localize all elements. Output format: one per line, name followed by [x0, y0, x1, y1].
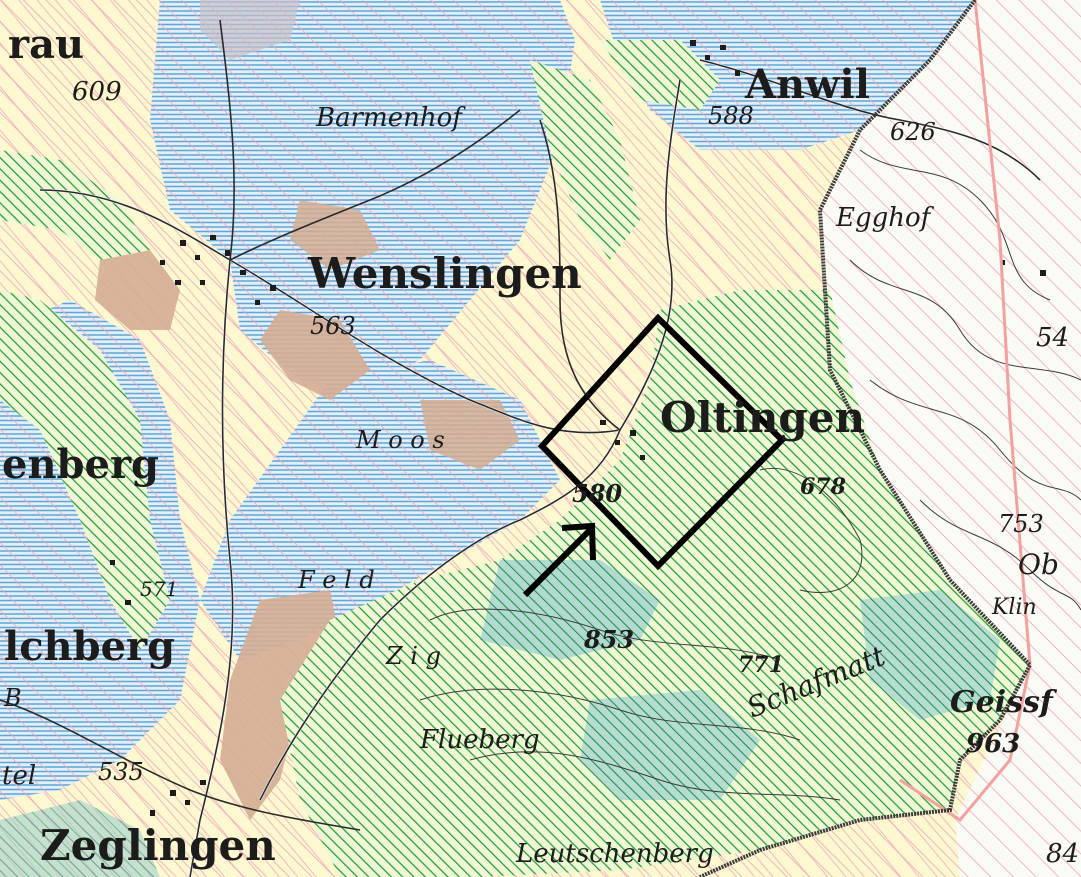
- tan-zone-3: [260, 310, 370, 400]
- spot-height-626: 626: [890, 118, 936, 146]
- label-enberg-partial: enberg: [2, 441, 159, 488]
- tan-zone-5: [220, 590, 340, 820]
- label-barmenhof: Barmenhof: [315, 103, 466, 133]
- spot-height-563: 563: [310, 312, 356, 340]
- spot-height-571: 571: [140, 577, 178, 601]
- tan-zone-2: [290, 200, 380, 270]
- boundary-pink-line: [899, 0, 1032, 822]
- forest-northwest: [0, 150, 150, 260]
- label-egghof: Egghof: [835, 203, 935, 233]
- label-oltingen: Oltingen: [660, 393, 865, 442]
- label-feld: F e l d: [297, 566, 375, 594]
- spot-height-54-partial: 54: [1036, 323, 1069, 353]
- highlight-frame-marker: [537, 313, 787, 571]
- label-moos: M o o s: [355, 426, 445, 454]
- tan-zone-1: [95, 250, 180, 330]
- spot-height-963: 963: [966, 729, 1020, 759]
- road-network: [0, 19, 1041, 877]
- label-anwil: Anwil: [744, 61, 870, 108]
- label-tel-partial: tel: [2, 761, 36, 791]
- spot-height-580: 580: [572, 479, 622, 508]
- spot-height-678: 678: [800, 474, 846, 500]
- label-flueberg: Flueberg: [419, 725, 540, 755]
- spot-height-588: 588: [708, 102, 754, 130]
- label-zeglingen: Zeglingen: [40, 821, 276, 870]
- label-leutschenberg: Leutschenberg: [515, 839, 714, 869]
- label-geissf-partial: Geissf: [950, 685, 1058, 720]
- spot-height-84-partial: 84: [1046, 839, 1079, 869]
- teal-zone-4: [0, 800, 160, 877]
- tan-zone-4: [420, 400, 520, 470]
- forest-anwil: [600, 40, 720, 110]
- spot-height-753: 753: [998, 510, 1044, 538]
- label-lchberg-partial: lchberg: [4, 623, 175, 670]
- label-b-partial: B: [3, 684, 22, 712]
- spot-height-609: 609: [72, 77, 122, 107]
- teal-zone-3: [860, 590, 1000, 720]
- arrow-marker: [522, 522, 596, 598]
- spot-height-535: 535: [98, 758, 144, 786]
- building-markers: [110, 40, 1046, 816]
- label-zig: Z i g: [385, 642, 441, 670]
- spot-height-853: 853: [583, 625, 634, 654]
- forest-schafmatt: [280, 290, 1030, 877]
- label-ob-partial: Ob: [1018, 548, 1059, 581]
- label-rau-partial: rau: [8, 21, 84, 68]
- spot-height-771: 771: [738, 652, 784, 678]
- forest-west-valley: [0, 290, 170, 650]
- boundary-dark-line: [699, 0, 1033, 877]
- contour-lines: [419, 149, 1081, 801]
- forest-barmenhof: [530, 60, 640, 260]
- teal-zone-2: [580, 690, 760, 800]
- label-klin-partial: Klin: [991, 595, 1037, 620]
- teal-zone-1: [480, 560, 660, 660]
- label-wenslingen: Wenslingen: [307, 249, 582, 298]
- grey-zone-1: [200, 0, 300, 60]
